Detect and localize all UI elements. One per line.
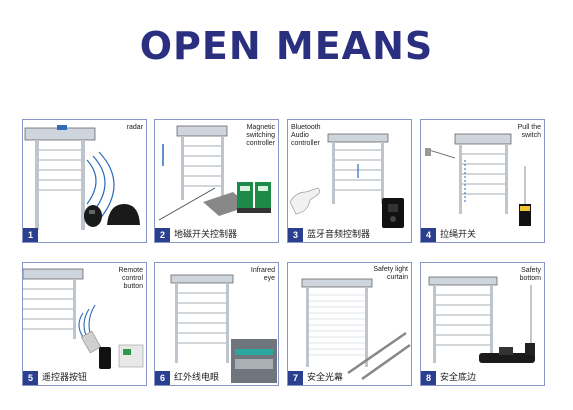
panel-number-badge: 3 [288, 228, 303, 242]
radar-door-illustration [24, 125, 140, 230]
panel-number-badge: 4 [421, 228, 436, 242]
panel-infrared-eye: Infrared eye 6 红外线电眼 [154, 262, 279, 386]
panel-remote-control: Remote control button 5 遥控器按钮 [22, 262, 147, 386]
panel-caption: 蓝牙音频控制器 [307, 230, 371, 240]
panel-caption: 地磁开关控制器 [174, 230, 238, 240]
panel-radar: radar 1 [22, 119, 147, 243]
light-curtain-label: Safety light curtain [373, 266, 408, 281]
panel-bluetooth-controller: Bluetooth Audio controller 3 蓝牙音频控制器 [287, 119, 412, 243]
safety-bottom-illustration [428, 276, 535, 363]
infrared-eye-label: Infrared eye [250, 267, 275, 282]
panel-number-badge: 6 [155, 371, 170, 385]
magnetic-controller-label: Magnetic switching controller [246, 124, 275, 147]
panel-number-badge: 7 [288, 371, 303, 385]
panel-magnetic-controller: Magnetic switching controller 2 地磁开关控制器 [154, 119, 279, 243]
panel-caption: 红外线电眼 [174, 373, 220, 383]
radar-label: radar [126, 124, 143, 131]
panel-safety-bottom: Safety bottom 8 安全底边 [420, 262, 545, 386]
panel-caption: 拉绳开关 [440, 230, 477, 240]
bluetooth-controller-label: Bluetooth Audio controller [291, 124, 321, 147]
panel-number-badge: 8 [421, 371, 436, 385]
remote-control-label: Remote control button [118, 267, 143, 290]
panel-caption: 安全底边 [440, 373, 477, 383]
panel-number-badge: 1 [23, 228, 38, 242]
safety-bottom-label: Safety bottom [519, 267, 541, 282]
panel-light-curtain: Safety light curtain 7 安全光幕 [287, 262, 412, 386]
page-title: OPEN MEANS [139, 24, 434, 68]
panel-number-badge: 2 [155, 228, 170, 242]
panel-caption: 遥控器按钮 [42, 373, 88, 383]
infrared-eye-illustration [170, 274, 277, 383]
panel-caption: 安全光幕 [307, 373, 344, 383]
bluetooth-controller-illustration [289, 133, 404, 228]
remote-control-illustration [23, 268, 144, 369]
light-curtain-illustration [301, 278, 411, 381]
panel-pull-switch: Pull the switch 4 拉绳开关 [420, 119, 545, 243]
magnetic-controller-illustration [158, 125, 271, 221]
pull-switch-illustration [425, 133, 531, 226]
pull-switch-label: Pull the switch [517, 124, 541, 139]
panel-number-badge: 5 [23, 371, 38, 385]
